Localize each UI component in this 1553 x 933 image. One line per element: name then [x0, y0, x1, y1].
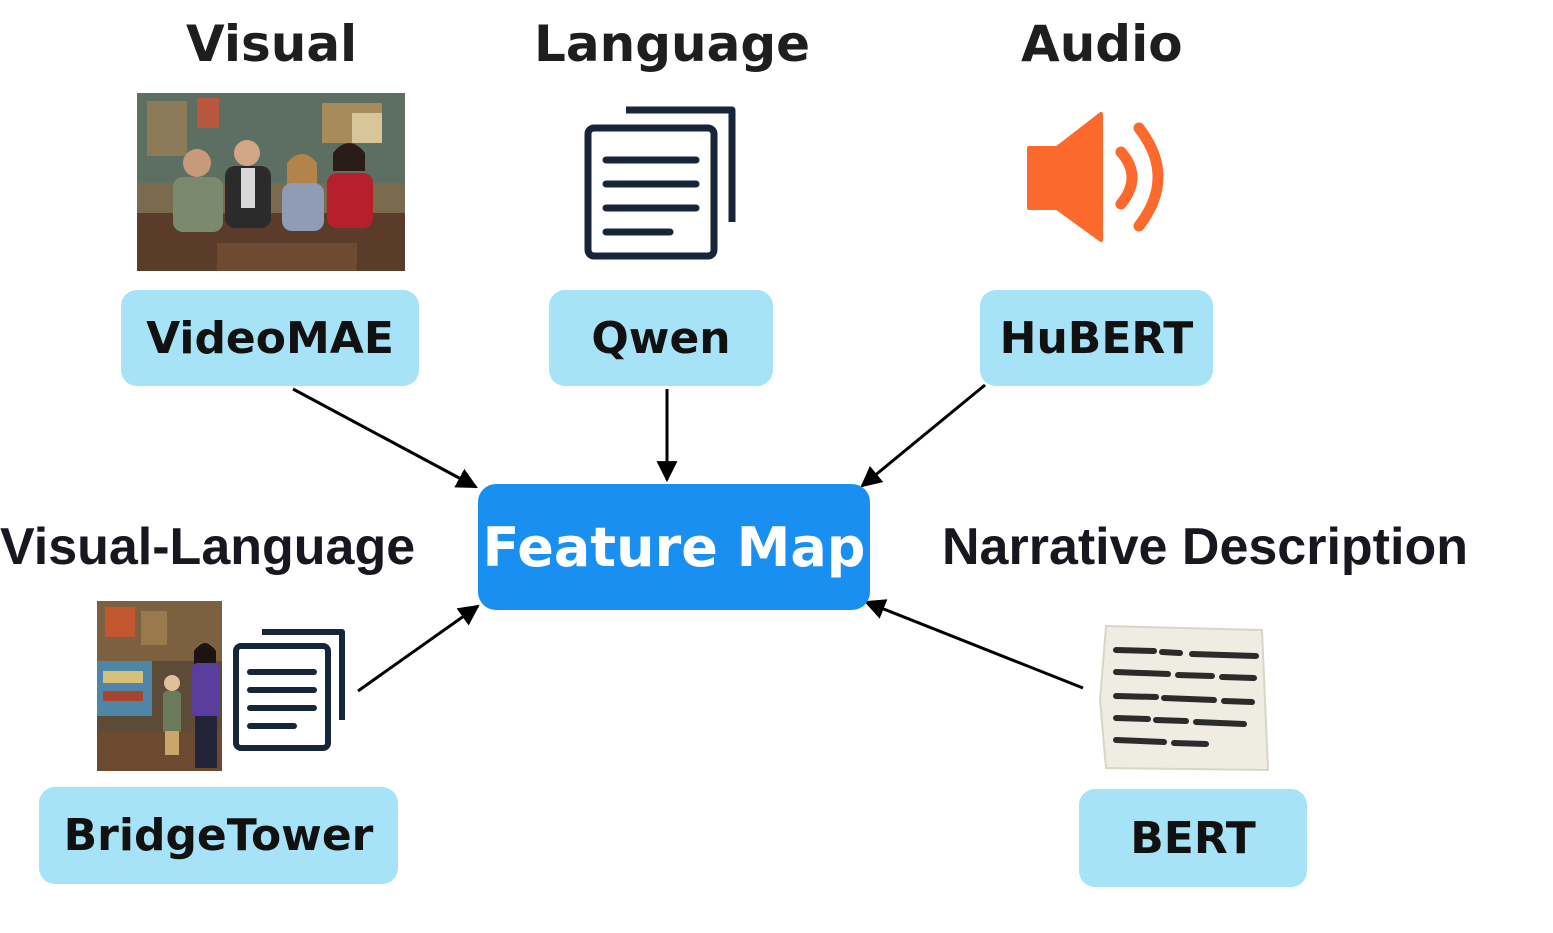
speaker-icon	[1027, 112, 1164, 242]
bridgetower-box: BridgeTower	[39, 787, 398, 884]
paper-note-icon	[1098, 624, 1270, 772]
modality-visual: Visual	[186, 15, 358, 73]
arrow-hubert-to-feature	[860, 383, 986, 488]
scene-photo-small	[97, 601, 222, 771]
document-icon-small	[233, 629, 345, 751]
arrow-bert-to-feature	[864, 599, 1084, 690]
feature-map-box: Feature Map	[478, 484, 870, 610]
qwen-box: Qwen	[549, 290, 773, 386]
bert-box: BERT	[1079, 789, 1307, 887]
modality-audio: Audio	[1021, 15, 1183, 73]
arrow-bridgetower-to-feature	[357, 604, 480, 693]
videomae-box: VideoMAE	[121, 290, 419, 386]
modality-narrative-description: Narrative Description	[942, 518, 1468, 576]
arrow-videomae-to-feature	[292, 387, 478, 489]
hubert-box: HuBERT	[980, 290, 1213, 386]
modality-visual-language: Visual-Language	[0, 518, 416, 576]
tv-scene-photo	[137, 93, 405, 271]
modality-language: Language	[534, 15, 811, 73]
document-icon	[584, 106, 736, 260]
